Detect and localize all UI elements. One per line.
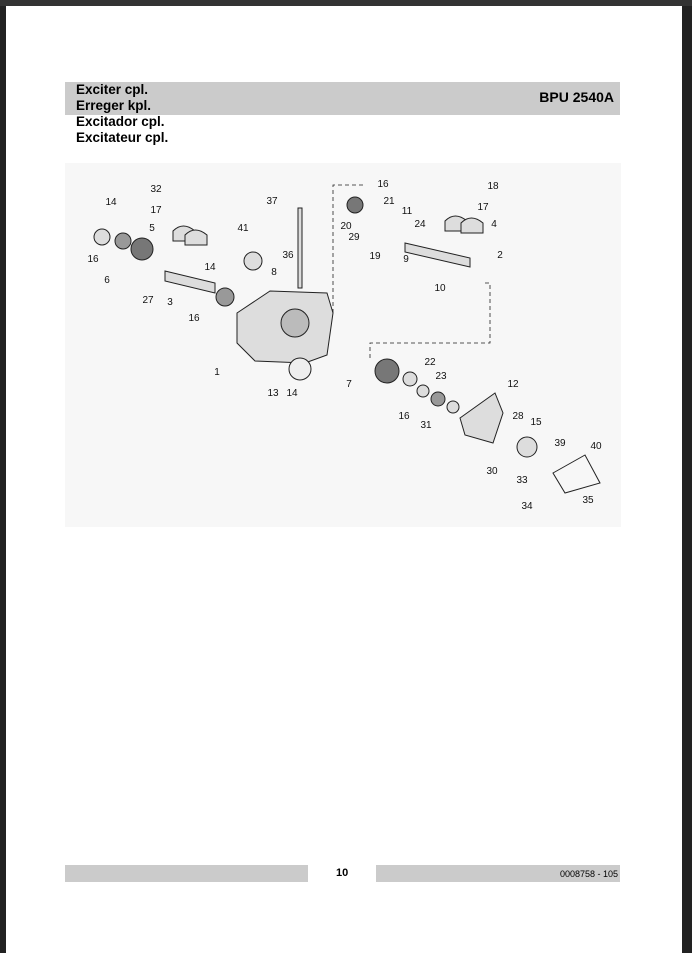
callout: 27	[142, 295, 154, 306]
title-fr: Excitateur cpl.	[76, 130, 169, 145]
callout: 39	[554, 438, 566, 449]
page-number: 10	[336, 867, 349, 879]
callout: 16	[87, 254, 99, 265]
callout: 30	[486, 466, 498, 477]
callout: 18	[487, 181, 499, 192]
callout: 9	[403, 254, 409, 265]
callout: 11	[401, 206, 413, 217]
callout: 7	[346, 379, 352, 390]
callout: 17	[477, 202, 489, 213]
callout: 32	[150, 184, 162, 195]
footer-band-left	[65, 865, 308, 882]
callout: 37	[266, 196, 278, 207]
callout: 14	[105, 197, 117, 208]
callout: 3	[167, 297, 173, 308]
parts-drawing	[93, 184, 601, 494]
callout: 6	[104, 275, 110, 286]
callout: 2	[497, 250, 503, 261]
callout: 10	[434, 283, 446, 294]
callout: 4	[491, 219, 497, 230]
callout: 31	[420, 420, 432, 431]
callout: 34	[521, 501, 533, 512]
callout: 8	[271, 267, 277, 278]
callout: 40	[590, 441, 602, 452]
title-en: Exciter cpl.	[76, 82, 149, 97]
callout: 5	[149, 223, 155, 234]
callout: 23	[435, 371, 447, 382]
footer-band-right	[376, 865, 620, 882]
callout: 14	[286, 388, 298, 399]
callout: 17	[150, 205, 162, 216]
title-es: Excitador cpl.	[76, 114, 165, 129]
callout: 21	[383, 196, 395, 207]
callout: 13	[267, 388, 279, 399]
callout: 16	[377, 179, 389, 190]
header-band	[65, 82, 620, 115]
callout: 24	[414, 219, 426, 230]
callout: 35	[582, 495, 594, 506]
callout: 16	[188, 313, 200, 324]
callout: 29	[348, 232, 360, 243]
callout: 28	[512, 411, 524, 422]
title-de: Erreger kpl.	[76, 98, 152, 113]
callout: 16	[398, 411, 410, 422]
document-number: 0008758 - 105	[559, 869, 618, 879]
callout: 41	[237, 223, 249, 234]
callout: 14	[204, 262, 216, 273]
exploded-parts-diagram: 14 32 17 5 37 41 16 6 14 36 8 27 3 16 1 …	[65, 163, 621, 527]
viewer-top-bar	[0, 0, 692, 6]
callout: 19	[369, 251, 381, 262]
callout: 12	[507, 379, 519, 390]
callout: 15	[530, 417, 542, 428]
model-number: BPU 2540A	[539, 89, 614, 105]
callout: 33	[516, 475, 528, 486]
callout: 1	[214, 367, 220, 378]
callout: 22	[424, 357, 436, 368]
callout: 20	[340, 221, 352, 232]
callout: 36	[282, 250, 294, 261]
